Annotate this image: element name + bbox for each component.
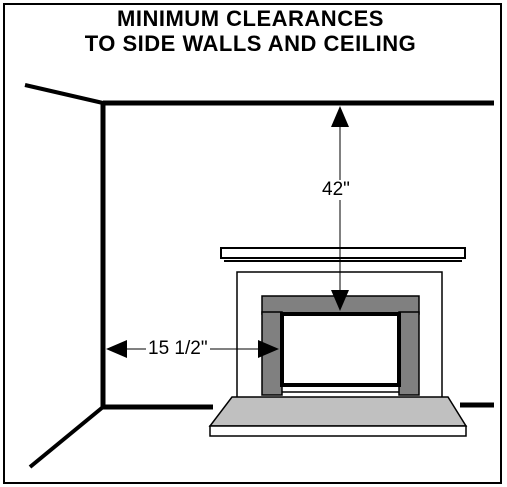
title-line-1: MINIMUM CLEARANCES (117, 6, 384, 31)
side-arrow-left (106, 340, 127, 358)
title-line-2: TO SIDE WALLS AND CEILING (84, 31, 417, 56)
mantel-shelf (220, 247, 466, 259)
hearth-front (209, 425, 467, 437)
ceiling-arrow-down (331, 290, 349, 311)
diagram-title: MINIMUM CLEARANCES TO SIDE WALLS AND CEI… (0, 6, 501, 56)
ceiling-clearance-label: 42" (322, 179, 350, 200)
hearth-top (208, 396, 468, 427)
side-arrow-right (258, 340, 279, 358)
insert-frame-right (398, 311, 420, 396)
side-clearance-label: 15 1/2" (146, 338, 210, 359)
floor-perspective-line (28, 405, 105, 469)
firebox-opening (280, 312, 401, 387)
ceiling-perspective-line (24, 83, 104, 105)
ceiling-arrow-up (331, 106, 349, 127)
